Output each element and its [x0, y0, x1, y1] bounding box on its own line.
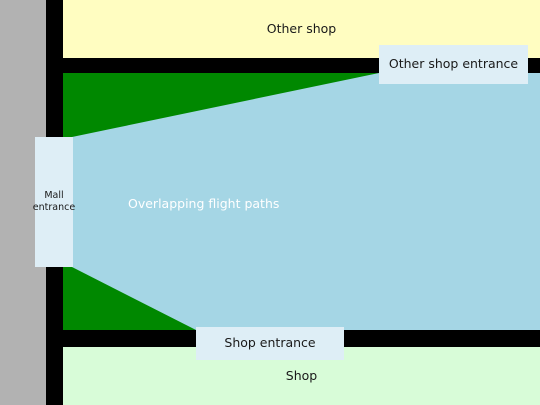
shop-entrance-label: Shop entrance — [224, 335, 316, 351]
mall-entrance-label: Mall entrance — [32, 190, 76, 213]
overlapping-flight-paths-label: Overlapping flight paths — [128, 195, 280, 211]
other-shop-label: Other shop — [266, 20, 337, 36]
flight-paths-area — [72, 73, 540, 330]
mall-entrance-box — [35, 137, 73, 267]
other-shop-entrance-box — [379, 45, 528, 84]
shop-label: Shop — [285, 367, 318, 383]
other-shop-entrance-label: Other shop entrance — [388, 56, 519, 72]
shop-entrance-box — [196, 327, 344, 360]
